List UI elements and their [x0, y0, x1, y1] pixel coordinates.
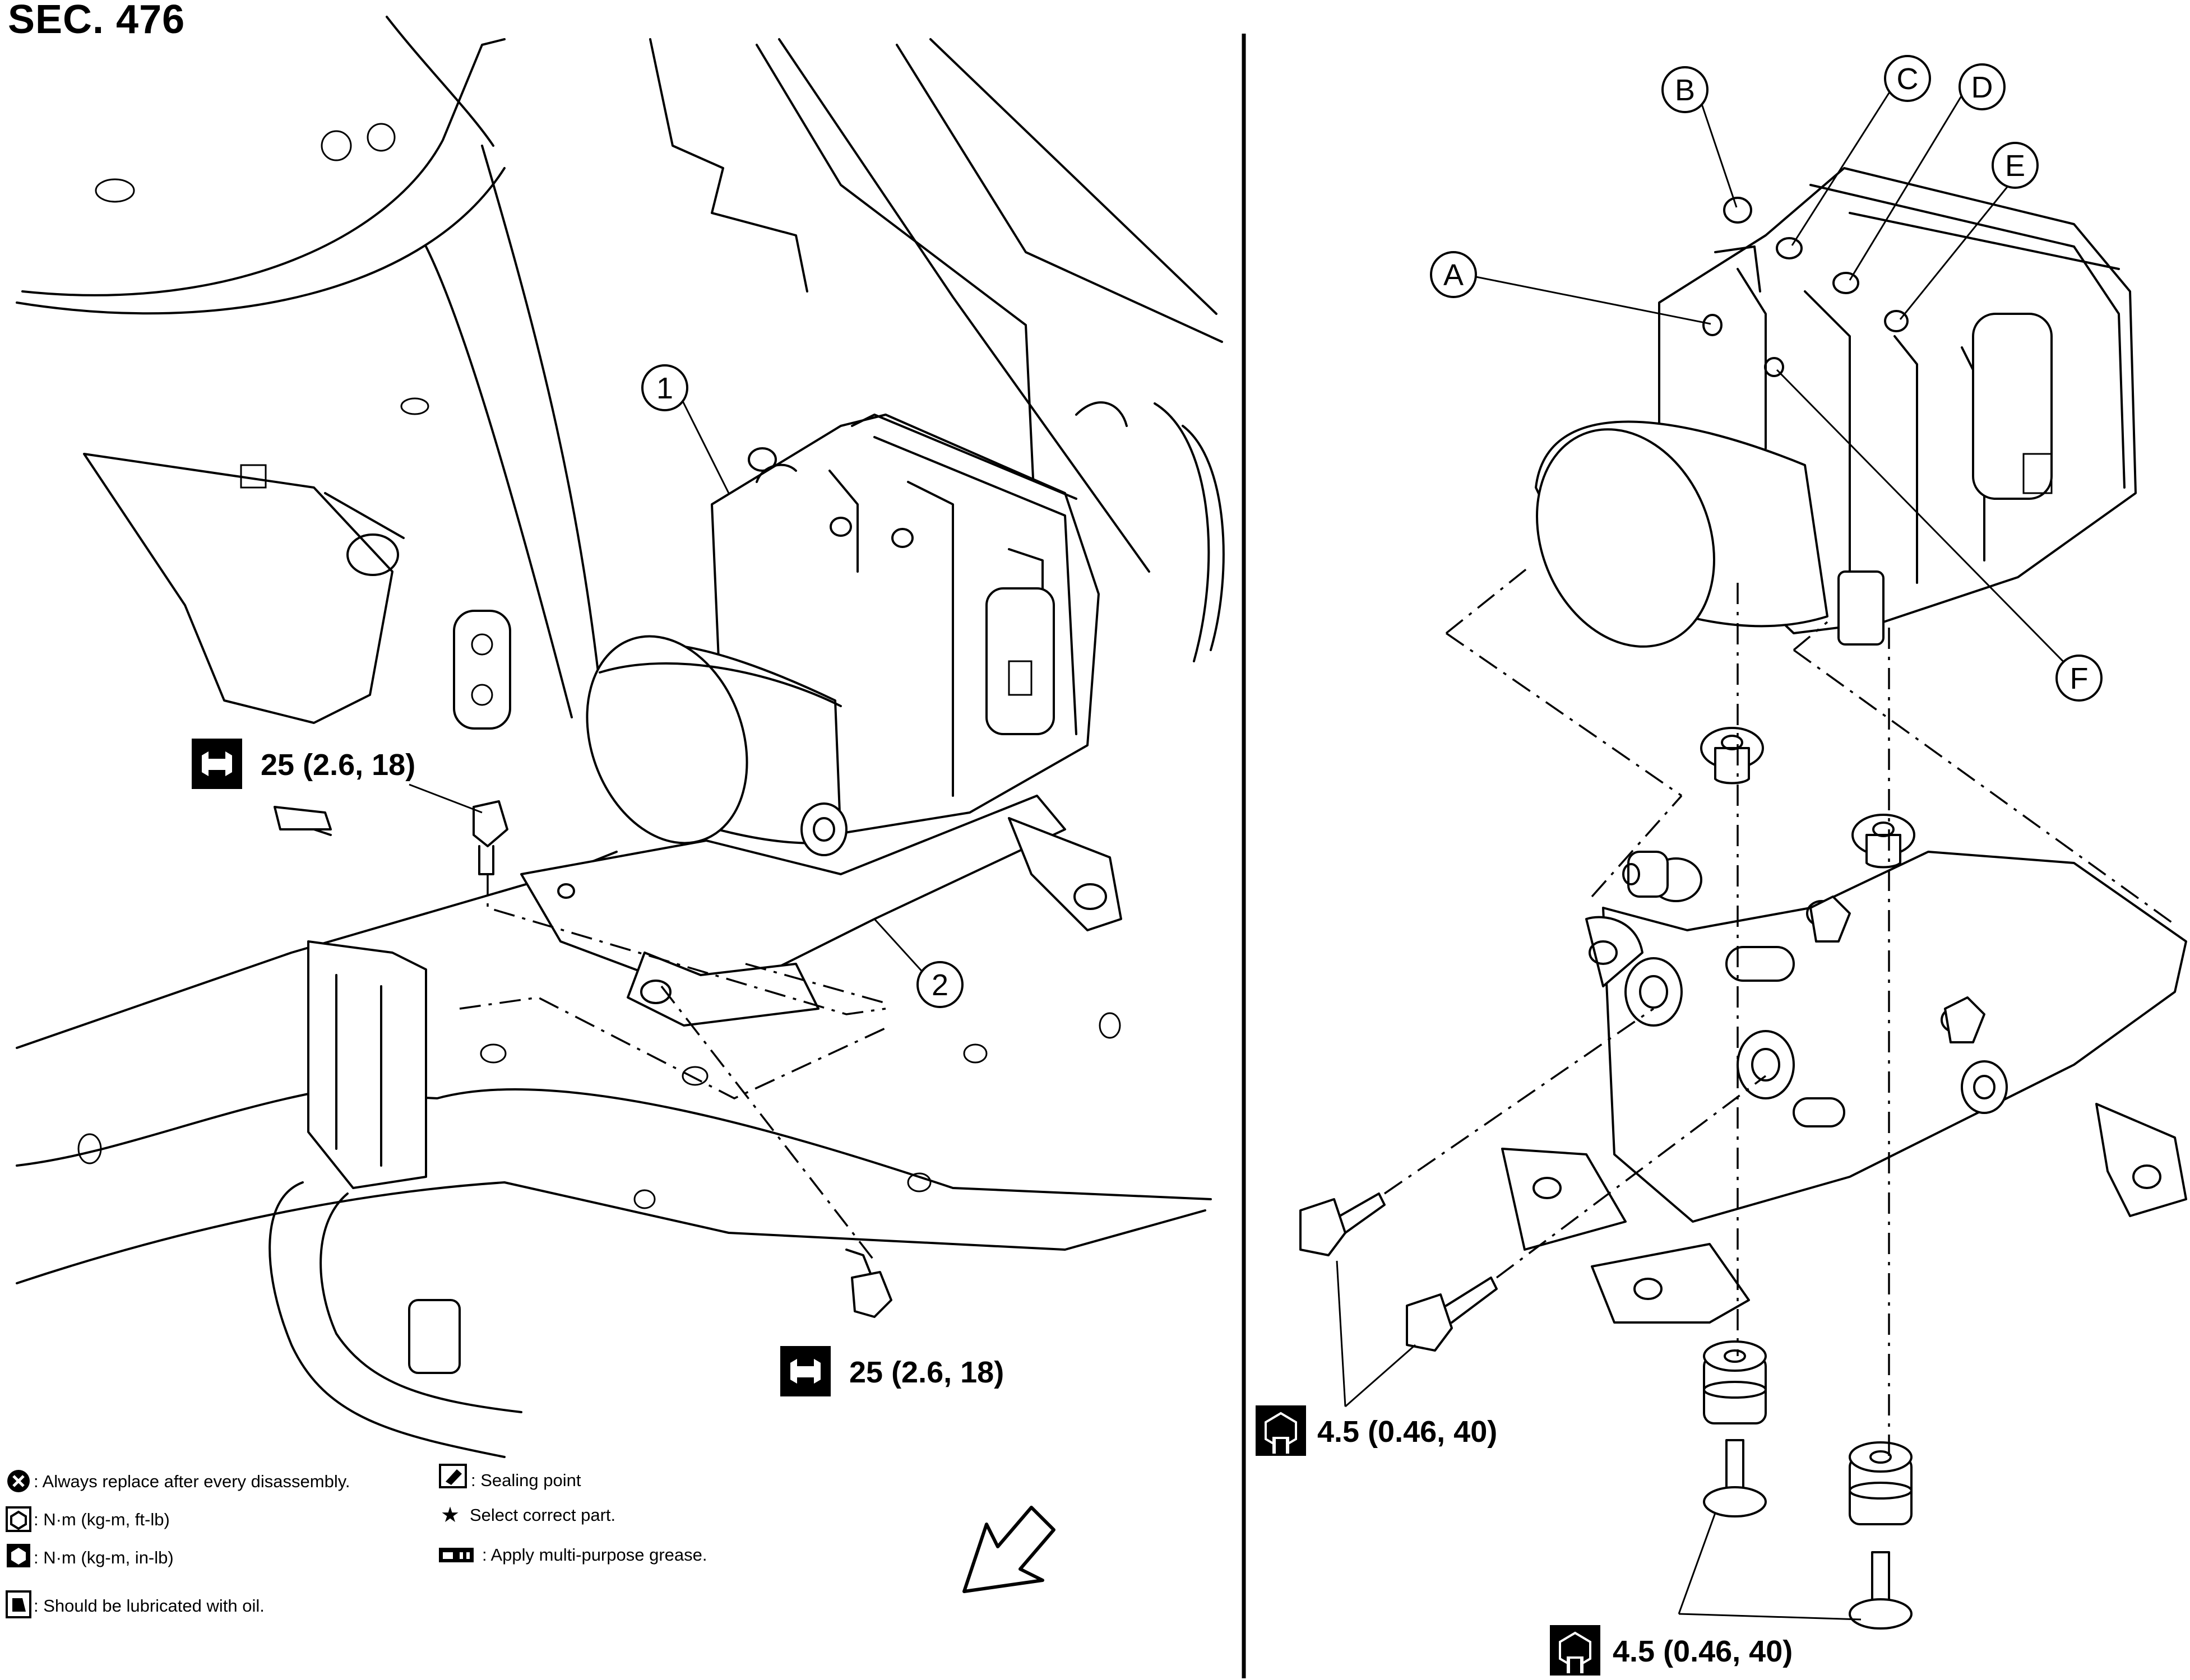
left-panel [16, 16, 1225, 1458]
bolt-bottom [845, 1249, 892, 1318]
callout-a: A [1430, 251, 1477, 298]
bracket-right [1501, 851, 2187, 1324]
grommet-upper-right [1851, 814, 1915, 869]
legend: : Always replace after every disassembly… [6, 1464, 707, 1618]
svg-text:1: 1 [656, 372, 673, 405]
nut-right-b [1944, 996, 1985, 1043]
bolt-lower-left [1703, 1439, 1767, 1517]
bushing-lower-right [1849, 1441, 1913, 1525]
torque-bottom-bolt: 25 (2.6, 18) [780, 1346, 1004, 1396]
star-icon: ★ [441, 1502, 460, 1527]
bracket-bolt-b [1406, 1277, 1498, 1352]
nut-right-a [1809, 895, 1851, 943]
svg-text:Select correct part.: Select correct part. [470, 1505, 615, 1525]
torque-bracket-bolts: 4.5 (0.46, 40) [1254, 1404, 1497, 1457]
svg-text:: Always replace after every d: : Always replace after every disassembly… [34, 1472, 350, 1491]
svg-text:25 (2.6, 18): 25 (2.6, 18) [849, 1356, 1004, 1389]
callout-1: 1 [641, 364, 688, 411]
abs-actuator-left [586, 414, 1100, 856]
legend-select: ★ Select correct part. [441, 1502, 615, 1527]
section-title: SEC. 476 [8, 0, 186, 42]
oil-can-icon [6, 1590, 31, 1618]
torque-wrench-ftlb-icon [192, 739, 242, 789]
grease-icon [439, 1548, 474, 1562]
torque-bottom-right-bolts: 4.5 (0.46, 40) [1549, 1624, 1793, 1677]
svg-text:A: A [1443, 258, 1464, 292]
torque-wrench-ftlb-icon [780, 1346, 831, 1396]
bolt-lower-right [1849, 1551, 1913, 1630]
bolt-left [274, 800, 508, 875]
legend-sealing: : Sealing point [439, 1464, 581, 1490]
grommet-on-bracket-c [1961, 1060, 2008, 1114]
callout-2: 2 [916, 961, 964, 1008]
torque-wrench-inlb-icon [1254, 1404, 1307, 1457]
svg-text:2: 2 [932, 968, 948, 1002]
torque-wrench-ftlb-icon [6, 1506, 31, 1532]
bushing-lower-left [1703, 1340, 1767, 1424]
abs-actuator-right [1535, 167, 2137, 648]
torque-wrench-inlb-icon [7, 1544, 30, 1567]
legend-lubricate: : Should be lubricated with oil. [6, 1590, 265, 1618]
svg-text:B: B [1675, 73, 1695, 107]
svg-text:25 (2.6, 18): 25 (2.6, 18) [261, 748, 415, 782]
svg-text:: N·m (kg-m, ft-lb): : N·m (kg-m, ft-lb) [34, 1510, 170, 1529]
torque-left-bolt: 25 (2.6, 18) [192, 739, 415, 789]
grommet-on-bracket-b [1737, 1030, 1795, 1099]
legend-nm-ftlb: : N·m (kg-m, ft-lb) [6, 1506, 170, 1532]
legend-replace: : Always replace after every disassembly… [7, 1470, 350, 1492]
legend-grease: : Apply multi-purpose grease. [439, 1545, 707, 1565]
callout-d: D [1959, 63, 2006, 110]
bracket-bolt-a [1299, 1192, 1386, 1256]
svg-text:: N·m (kg-m, in-lb): : N·m (kg-m, in-lb) [34, 1548, 174, 1567]
svg-text:4.5 (0.46, 40): 4.5 (0.46, 40) [1317, 1415, 1497, 1449]
grommet-on-bracket-a [1624, 957, 1683, 1027]
torque-wrench-inlb-icon [1549, 1624, 1601, 1677]
replace-x-icon [7, 1470, 30, 1492]
svg-text:4.5 (0.46, 40): 4.5 (0.46, 40) [1613, 1635, 1793, 1668]
svg-text:: Sealing point: : Sealing point [471, 1470, 581, 1490]
callout-e: E [1992, 142, 2039, 189]
legend-nm-inlb: : N·m (kg-m, in-lb) [7, 1544, 174, 1567]
front-direction-arrow-icon [962, 1506, 1055, 1593]
svg-text:F: F [2070, 662, 2089, 695]
svg-text:E: E [2005, 149, 2025, 183]
sealing-point-icon [439, 1464, 467, 1488]
grommet-upper-left [1622, 851, 1702, 902]
callout-c: C [1884, 55, 1931, 102]
svg-text:: Should be lubricated with oi: : Should be lubricated with oil. [34, 1596, 265, 1616]
callout-b: B [1661, 66, 1709, 113]
grommet-upper-mid [1700, 727, 1764, 785]
svg-text:D: D [1971, 71, 1993, 104]
svg-text:C: C [1897, 62, 1919, 96]
svg-text:: Apply multi-purpose grease.: : Apply multi-purpose grease. [482, 1545, 707, 1565]
callout-f: F [2055, 655, 2103, 702]
